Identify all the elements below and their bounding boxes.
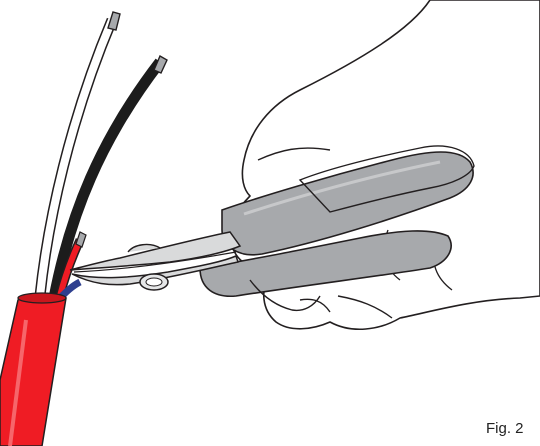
figure-caption: Fig. 2 <box>486 420 524 437</box>
jacket-body <box>0 294 66 446</box>
white-wire-tip <box>108 12 120 30</box>
black-wire-tip <box>154 56 167 73</box>
pivot-bolt-inner <box>146 278 162 286</box>
red-conductor-tip <box>76 232 86 247</box>
cable-jacket <box>0 293 66 446</box>
jacket-cut-rim <box>18 293 66 303</box>
